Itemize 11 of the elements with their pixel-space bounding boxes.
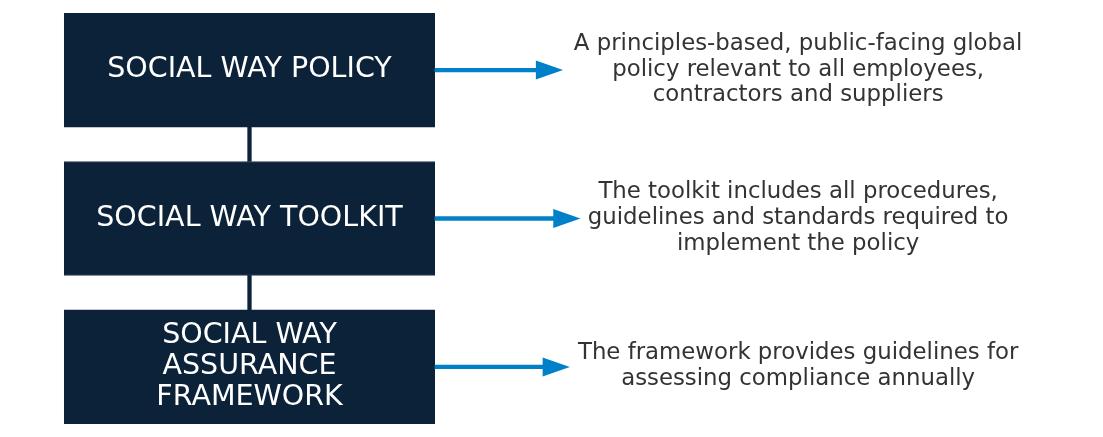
node-box: SOCIAL WAY ASSURANCE FRAMEWORK <box>63 309 435 424</box>
arrow <box>434 60 563 80</box>
node-text: A principles-based, public-facing global policy relevant to all employees, contractors and suppliers <box>573 28 1022 107</box>
node-box: SOCIAL WAY POLICY <box>63 13 435 128</box>
node-box: SOCIAL WAY TOOLKIT <box>63 161 435 276</box>
connector <box>246 275 252 311</box>
node-text: The framework provides guidelines for assessing compliance annually <box>577 338 1018 391</box>
connector <box>246 126 252 162</box>
node-text: The toolkit includes all procedures, guidelines and standards required to implement the policy <box>587 177 1008 255</box>
arrow <box>434 209 580 228</box>
arrow <box>434 357 570 377</box>
